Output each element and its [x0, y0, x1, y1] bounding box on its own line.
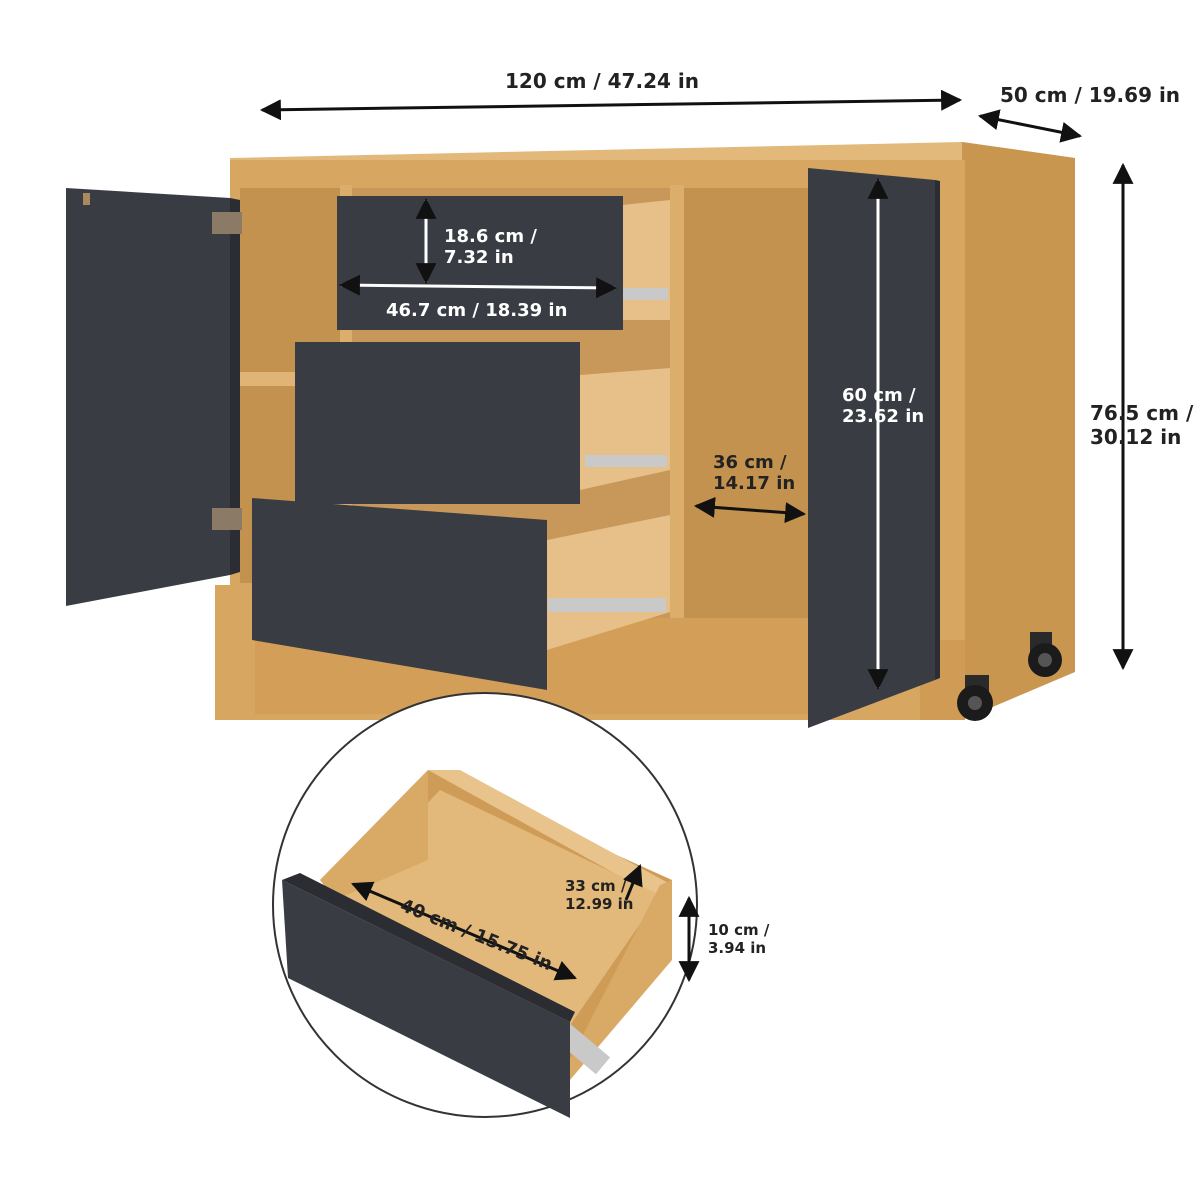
right-door	[808, 168, 940, 728]
drawer-interior-height-label: 10 cm / 3.94 in	[708, 921, 770, 957]
dimension-arrows	[259, 89, 1134, 983]
drawer-front-width-label: 46.7 cm / 18.39 in	[386, 300, 568, 321]
drawer-interior-depth-label: 33 cm / 12.99 in	[565, 877, 634, 913]
dimension-arrows-on-panels	[338, 177, 889, 691]
drawer-middle	[295, 342, 670, 504]
overall-height-label: 76.5 cm / 30.12 in	[1090, 401, 1194, 449]
caster-wheel-icon	[957, 632, 1062, 721]
drawer-top	[337, 196, 670, 330]
door-height-label: 60 cm / 23.62 in	[842, 385, 925, 428]
overall-width-label: 120 cm / 47.24 in	[505, 69, 699, 93]
drawer-front-height-label: 18.6 cm / 7.32 in	[444, 226, 537, 269]
left-door	[66, 188, 242, 606]
hinge-icon	[212, 212, 242, 530]
drawer-bottom	[252, 498, 670, 690]
compartment-width-label: 36 cm / 14.17 in	[713, 452, 796, 495]
overall-depth-label: 50 cm / 19.69 in	[1000, 83, 1181, 107]
